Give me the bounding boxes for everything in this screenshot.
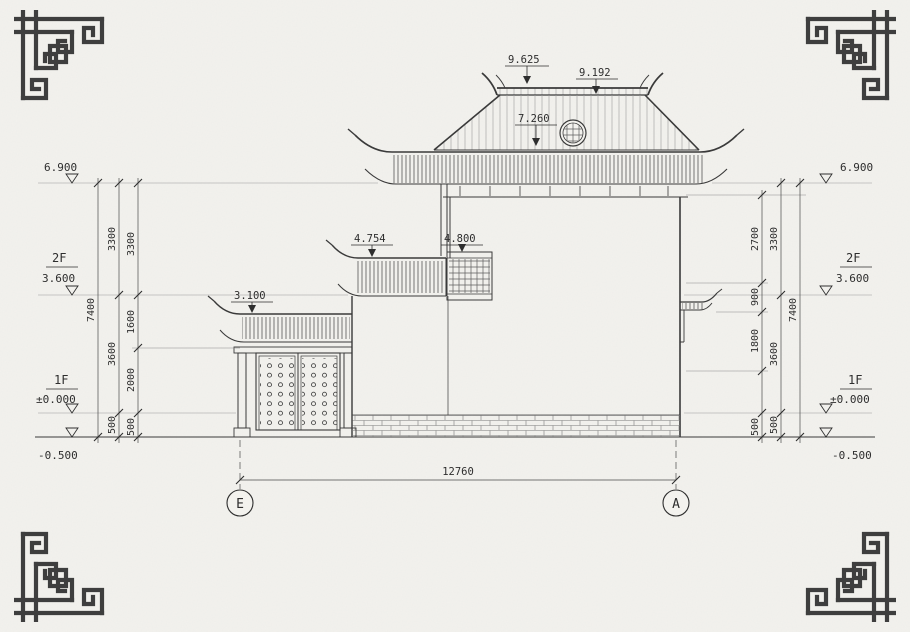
dim-railing: 4.800: [444, 233, 476, 245]
door-studs-left: [260, 358, 295, 426]
grid-bubble-e: E: [226, 489, 254, 517]
dim-left-inner-mid-b: 2000: [126, 368, 137, 392]
level-right-f1: ±0.000: [830, 393, 870, 406]
right-dimension-chains: 7400 3300 3600 500 2700 900 1800 500: [750, 178, 805, 443]
level-left-f1-tag: 1F: [54, 373, 68, 387]
balcony-railing: [446, 251, 493, 301]
left-dimension-chains: 7400 3300 3600 500 3300 1600 2000 500: [86, 178, 143, 443]
dim-overall-width: 12760: [442, 466, 474, 478]
dim-ridge: 9.625: [508, 54, 540, 66]
double-door: [255, 352, 341, 431]
main-eave-tiles: [392, 155, 704, 183]
level-right-f2: 3.600: [836, 272, 869, 285]
eave-tip-left: [347, 128, 356, 136]
dim-ridge-right: 9.192: [579, 67, 611, 79]
dim-left-inner-upper: 3300: [126, 232, 137, 256]
mid-callouts: 4.754 4.800 3.100: [231, 233, 483, 313]
level-right-f2-tag: 2F: [846, 251, 860, 265]
dim-right-inner-b: 900: [750, 288, 761, 306]
dim-left-inner-mid-a: 1600: [126, 310, 137, 334]
column-base-left: [233, 427, 251, 438]
dim-right-inner-a: 2700: [750, 227, 761, 251]
level-right-ground: -0.500: [832, 449, 872, 462]
dimension-ticks-right: [757, 178, 805, 442]
dim-right-inner-plinth: 500: [750, 418, 761, 436]
bottom-dimension: 12760 E A: [226, 440, 690, 517]
top-callouts: 9.625 9.192 7.260: [505, 54, 618, 146]
dim-gable: 7.260: [518, 113, 550, 125]
dim-right-upper: 3300: [769, 227, 780, 251]
dimension-ticks-left: [93, 178, 143, 442]
building-elevation: [207, 72, 745, 438]
eave-tip-right: [736, 128, 745, 136]
dim-right-inner-c: 1800: [750, 329, 761, 353]
level-left-ground: -0.500: [38, 449, 78, 462]
extension-lines: [132, 194, 806, 372]
dim-right-plinth: 500: [769, 416, 780, 434]
dim-porch-roof: 4.754: [354, 233, 386, 245]
entry-roof: [207, 295, 352, 343]
grid-bubble-a: A: [662, 489, 690, 517]
dim-entry-roof: 3.100: [234, 290, 266, 302]
porch-eave-tip: [325, 239, 333, 246]
dimension-ticks-bottom: [235, 475, 681, 485]
level-right-f1-tag: 1F: [848, 373, 862, 387]
level-left-f2: 3.600: [42, 272, 75, 285]
gable-round-window: [559, 119, 587, 147]
middle-porch-roof: [325, 239, 447, 297]
entry-gate: [233, 346, 357, 438]
ridge-end-left: [481, 72, 498, 96]
right-wall-corbel: [680, 288, 723, 343]
level-markers-left: 6.900 2F 3.600 1F ±0.000 -0.500: [36, 161, 79, 462]
dim-left-plinth: 500: [107, 416, 118, 434]
dim-left-lower: 3600: [107, 342, 118, 366]
dim-left-inner-plinth: 500: [126, 418, 137, 436]
dim-left-upper: 3300: [107, 227, 118, 251]
entry-eave-tip: [207, 295, 215, 302]
level-right-top: 6.900: [840, 161, 873, 174]
level-left-top: 6.900: [44, 161, 77, 174]
column-base-right: [339, 427, 357, 438]
level-left-f1: ±0.000: [36, 393, 76, 406]
grid-bubble-a-label: A: [672, 497, 680, 512]
eave-brackets: [459, 186, 669, 196]
dim-right-lower: 3600: [769, 342, 780, 366]
level-markers-right: 6.900 2F 3.600 1F ±0.000 -0.500: [819, 161, 873, 462]
dim-left-overall: 7400: [86, 298, 97, 322]
dim-right-overall: 7400: [788, 298, 799, 322]
grid-bubble-e-label: E: [236, 497, 244, 512]
door-studs-right: [302, 358, 337, 426]
main-roof: [347, 72, 745, 196]
level-left-f2-tag: 2F: [52, 251, 66, 265]
ridge-end-right: [647, 72, 664, 96]
level-lines: [38, 182, 872, 414]
plinth-brick-band: [352, 415, 680, 437]
